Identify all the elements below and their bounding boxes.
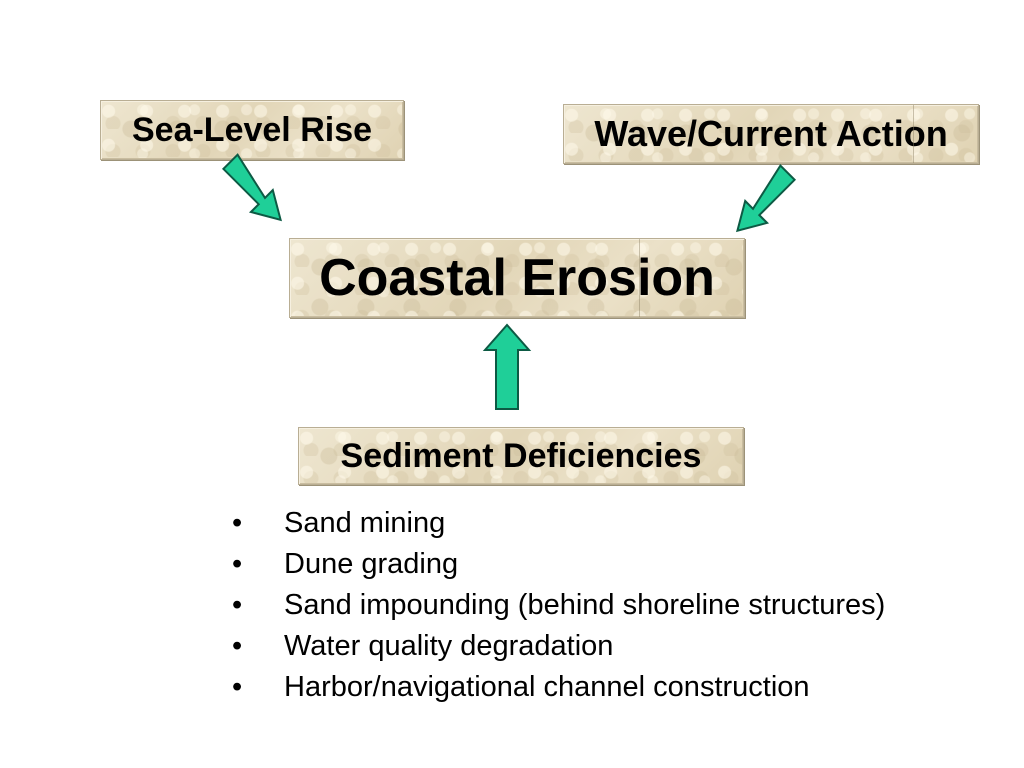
- list-item-text: Harbor/navigational channel construction: [284, 671, 810, 703]
- bullet-icon: •: [232, 507, 243, 539]
- box-seam: [639, 239, 640, 317]
- sediment-deficiencies-label: Sediment Deficiencies: [340, 436, 702, 475]
- bullet-icon: •: [232, 630, 243, 662]
- coastal-erosion-label: Coastal Erosion: [319, 249, 715, 307]
- box-seam: [913, 105, 914, 163]
- down-left-arrow-icon: [735, 164, 797, 233]
- list-item: • Harbor/navigational channel constructio…: [230, 667, 885, 708]
- sediment-deficiency-list: • Sand mining • Dune grading • Sand impound…: [230, 503, 885, 708]
- sea-level-rise-box: Sea-Level Rise: [100, 100, 404, 160]
- coastal-erosion-box: Coastal Erosion: [289, 238, 745, 318]
- wave-current-action-box: Wave/Current Action: [563, 104, 979, 164]
- list-item: • Sand impounding (behind shoreline struc…: [230, 585, 885, 626]
- list-item-text: Water quality degradation: [284, 630, 614, 662]
- up-arrow-icon: [482, 323, 532, 410]
- down-right-arrow-icon: [221, 153, 283, 222]
- bullet-icon: •: [232, 548, 243, 580]
- bullet-icon: •: [232, 589, 243, 621]
- list-item: • Sand mining: [230, 503, 885, 544]
- sediment-deficiencies-box: Sediment Deficiencies: [298, 427, 744, 485]
- list-item-text: Sand impounding (behind shoreline struct…: [284, 589, 886, 621]
- list-item-text: Sand mining: [284, 507, 446, 539]
- list-item-text: Dune grading: [284, 548, 459, 580]
- bullet-icon: •: [232, 671, 243, 703]
- list-item: • Water quality degradation: [230, 626, 885, 667]
- wave-current-action-label: Wave/Current Action: [594, 113, 948, 154]
- sea-level-rise-label: Sea-Level Rise: [131, 110, 373, 149]
- list-item: • Dune grading: [230, 544, 885, 585]
